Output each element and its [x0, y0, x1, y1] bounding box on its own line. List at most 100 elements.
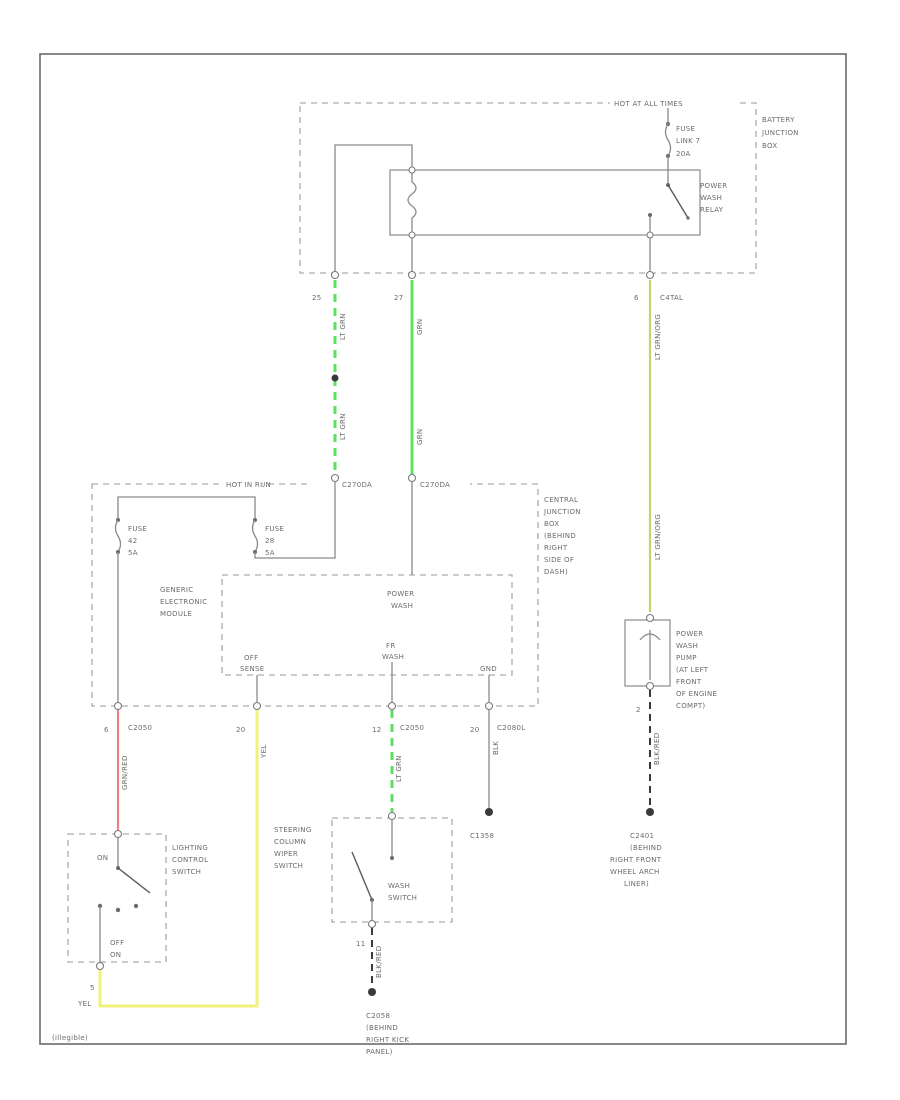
- svg-text:(AT LEFT: (AT LEFT: [676, 666, 709, 674]
- bjb-pin-6: [645, 270, 655, 280]
- diagram-frame: [39, 53, 847, 1045]
- svg-text:LIGHTING: LIGHTING: [172, 844, 208, 852]
- svg-text:CONTROL: CONTROL: [172, 856, 208, 864]
- wire-yel: [98, 710, 259, 1008]
- gem-gnd: GND: [480, 665, 497, 673]
- svg-text:WASH: WASH: [391, 602, 413, 610]
- svg-text:WHEEL ARCH: WHEEL ARCH: [610, 868, 660, 876]
- lighting-switch-pin: 5: [90, 984, 95, 992]
- svg-text:(BEHIND: (BEHIND: [630, 844, 662, 852]
- relay-label: POWER WASH RELAY: [700, 182, 727, 214]
- wash-switch-pin: 11: [356, 940, 366, 948]
- ground-symbol: [646, 808, 654, 816]
- switch-on-label: ON: [97, 854, 108, 862]
- gem-connector-label: C2050: [128, 724, 152, 732]
- svg-text:FUSE: FUSE: [128, 525, 147, 533]
- svg-text:FRONT: FRONT: [676, 678, 702, 686]
- wire-label: YEL: [260, 745, 268, 760]
- wash-switch-label: WASH SWITCH: [388, 882, 417, 902]
- svg-text:POWER: POWER: [676, 630, 703, 638]
- svg-text:DASH): DASH): [544, 568, 568, 576]
- wire-label: LT GRN: [339, 413, 347, 440]
- svg-text:OFF: OFF: [110, 939, 124, 947]
- wire-label: BLK: [492, 741, 500, 755]
- generic-electronic-module: [221, 574, 513, 676]
- pump-label: POWER WASH PUMP (AT LEFT FRONT OF ENGINE…: [676, 630, 717, 710]
- svg-text:SIDE OF: SIDE OF: [544, 556, 574, 564]
- lighting-switch-wire: YEL: [77, 1000, 92, 1008]
- svg-text:C2401: C2401: [630, 832, 654, 840]
- bjb-pin-label: 25: [312, 294, 322, 302]
- gem-pin-label: 12: [372, 726, 382, 734]
- fuse-42: FUSE 42 5A: [128, 525, 147, 557]
- gem-off-sense: OFF SENSE: [240, 654, 264, 673]
- switch-off-label: OFF ON: [110, 939, 124, 959]
- svg-text:RELAY: RELAY: [700, 206, 724, 214]
- wire-label: LT GRN: [395, 755, 403, 782]
- svg-text:FR: FR: [386, 642, 396, 650]
- cjb-header: HOT IN RUN: [226, 481, 271, 489]
- svg-text:PANEL): PANEL): [366, 1048, 393, 1056]
- svg-text:RIGHT: RIGHT: [544, 544, 568, 552]
- gem-pin-label: 20: [236, 726, 246, 734]
- lighting-switch-label: LIGHTING CONTROL SWITCH: [172, 844, 208, 876]
- gem-connector-label: C2080L: [497, 724, 525, 732]
- svg-text:WIPER: WIPER: [274, 850, 298, 858]
- central-junction-box: [91, 483, 539, 707]
- svg-text:JUNCTION: JUNCTION: [761, 129, 799, 137]
- ground-symbol: [485, 808, 493, 816]
- svg-text:POWER: POWER: [387, 590, 414, 598]
- wire-label: LT GRN/ORG: [654, 314, 662, 360]
- svg-text:OF ENGINE: OF ENGINE: [676, 690, 717, 698]
- wire-label: LT GRN: [339, 313, 347, 340]
- steering-switch-label: STEERING COLUMN WIPER SWITCH: [274, 826, 312, 870]
- svg-text:SENSE: SENSE: [240, 665, 264, 673]
- svg-text:CENTRAL: CENTRAL: [544, 496, 578, 504]
- cjb-connector-label: C270DA: [342, 481, 372, 489]
- ground-symbol: [368, 988, 376, 996]
- svg-text:SWITCH: SWITCH: [388, 894, 417, 902]
- svg-text:SWITCH: SWITCH: [172, 868, 201, 876]
- ground-label: C1358: [470, 832, 494, 840]
- bjb-pin-25: [330, 270, 340, 280]
- power-wash-pump: [624, 619, 671, 687]
- wire-label: LT GRN/ORG: [654, 514, 662, 560]
- svg-text:C2058: C2058: [366, 1012, 390, 1020]
- svg-text:BATTERY: BATTERY: [762, 116, 795, 124]
- gem-pin-label: 20: [470, 726, 480, 734]
- svg-text:STEERING: STEERING: [274, 826, 312, 834]
- svg-text:ELECTRONIC: ELECTRONIC: [160, 598, 207, 606]
- cjb-label: CENTRAL JUNCTION BOX (BEHIND RIGHT SIDE …: [543, 496, 581, 576]
- wire-label: GRN: [416, 319, 424, 335]
- svg-text:PUMP: PUMP: [676, 654, 697, 662]
- bjb-connector-label: C4TAL: [660, 294, 683, 302]
- gem-fr-wash: FR WASH: [382, 642, 404, 661]
- svg-text:WASH: WASH: [676, 642, 698, 650]
- bjb-pin-label: 27: [394, 294, 404, 302]
- diagram-id: (illegible): [52, 1034, 88, 1042]
- svg-text:JUNCTION: JUNCTION: [543, 508, 581, 516]
- wire-label: BLK/RED: [653, 733, 661, 765]
- svg-text:42: 42: [128, 537, 138, 545]
- svg-text:WASH: WASH: [700, 194, 722, 202]
- svg-text:(BEHIND: (BEHIND: [544, 532, 576, 540]
- wire-label: GRN: [416, 429, 424, 445]
- cjb-connector-label: C270DA: [420, 481, 450, 489]
- svg-text:FUSE: FUSE: [676, 125, 695, 133]
- svg-text:RIGHT FRONT: RIGHT FRONT: [610, 856, 662, 864]
- power-wash-relay: [389, 169, 701, 236]
- svg-text:ON: ON: [110, 951, 121, 959]
- fuse-28: FUSE 28 5A: [265, 525, 284, 557]
- bjb-header: HOT AT ALL TIMES: [614, 100, 683, 108]
- svg-text:20A: 20A: [676, 150, 691, 158]
- wire-label: GRN/RED: [121, 755, 129, 790]
- gem-power-wash: POWER WASH: [387, 590, 414, 610]
- gem-connector-label: C2050: [400, 724, 424, 732]
- svg-text:WASH: WASH: [382, 653, 404, 661]
- svg-text:OFF: OFF: [244, 654, 258, 662]
- svg-text:RIGHT KICK: RIGHT KICK: [366, 1036, 409, 1044]
- fuse-link-7: FUSE LINK 7 20A: [676, 125, 700, 158]
- svg-text:GENERIC: GENERIC: [160, 586, 193, 594]
- wire-label: BLK/RED: [375, 946, 383, 978]
